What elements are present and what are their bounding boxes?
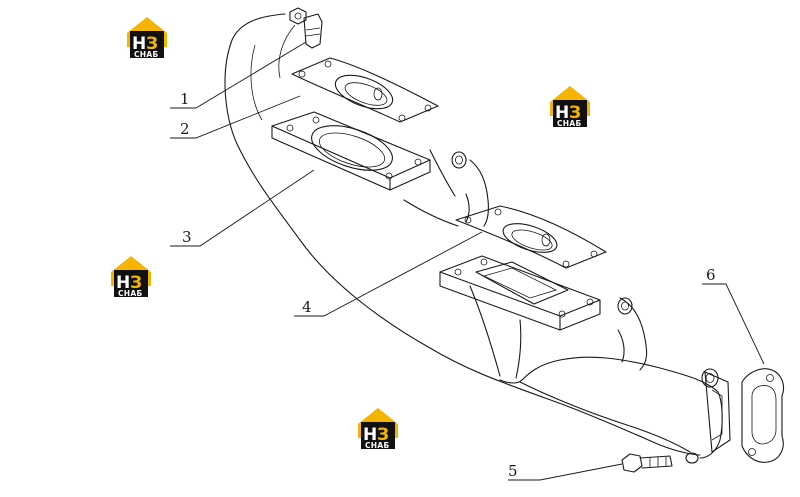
svg-text:Н: Н <box>132 34 146 54</box>
callout-2: 2 <box>180 120 190 138</box>
manifold-body <box>224 13 731 464</box>
callout-1: 1 <box>180 90 190 108</box>
leader-lines <box>170 41 765 481</box>
callout-5: 5 <box>508 462 518 480</box>
watermark-logo-1: Н З СНАБ <box>127 17 167 59</box>
lower-port-flange <box>439 255 601 379</box>
watermark-logo-2: Н З СНАБ <box>550 86 590 128</box>
gasket-upper <box>291 57 439 123</box>
watermark-logo-3: Н З СНАБ <box>111 256 151 298</box>
bolt-top <box>289 7 323 49</box>
gasket-middle <box>455 205 607 269</box>
outlet-gasket <box>741 368 785 463</box>
callout-labels: 1 2 3 4 5 6 <box>180 90 716 480</box>
svg-text:Н: Н <box>116 273 130 293</box>
callout-3: 3 <box>182 228 192 246</box>
svg-text:СНАБ: СНАБ <box>557 119 582 128</box>
svg-text:З: З <box>377 425 389 445</box>
svg-text:З: З <box>146 34 158 54</box>
svg-text:СНАБ: СНАБ <box>134 50 159 59</box>
callout-6: 6 <box>706 266 716 284</box>
svg-text:СНАБ: СНАБ <box>365 441 390 450</box>
svg-text:З: З <box>130 273 142 293</box>
svg-text:Н: Н <box>363 425 377 445</box>
callout-4: 4 <box>302 298 312 316</box>
svg-text:Н: Н <box>555 103 569 123</box>
svg-text:З: З <box>569 103 581 123</box>
upper-port-flange <box>271 111 431 191</box>
svg-text:СНАБ: СНАБ <box>118 289 143 298</box>
bolt-bottom <box>621 453 673 473</box>
watermark-logo-4: Н З СНАБ <box>358 408 398 450</box>
